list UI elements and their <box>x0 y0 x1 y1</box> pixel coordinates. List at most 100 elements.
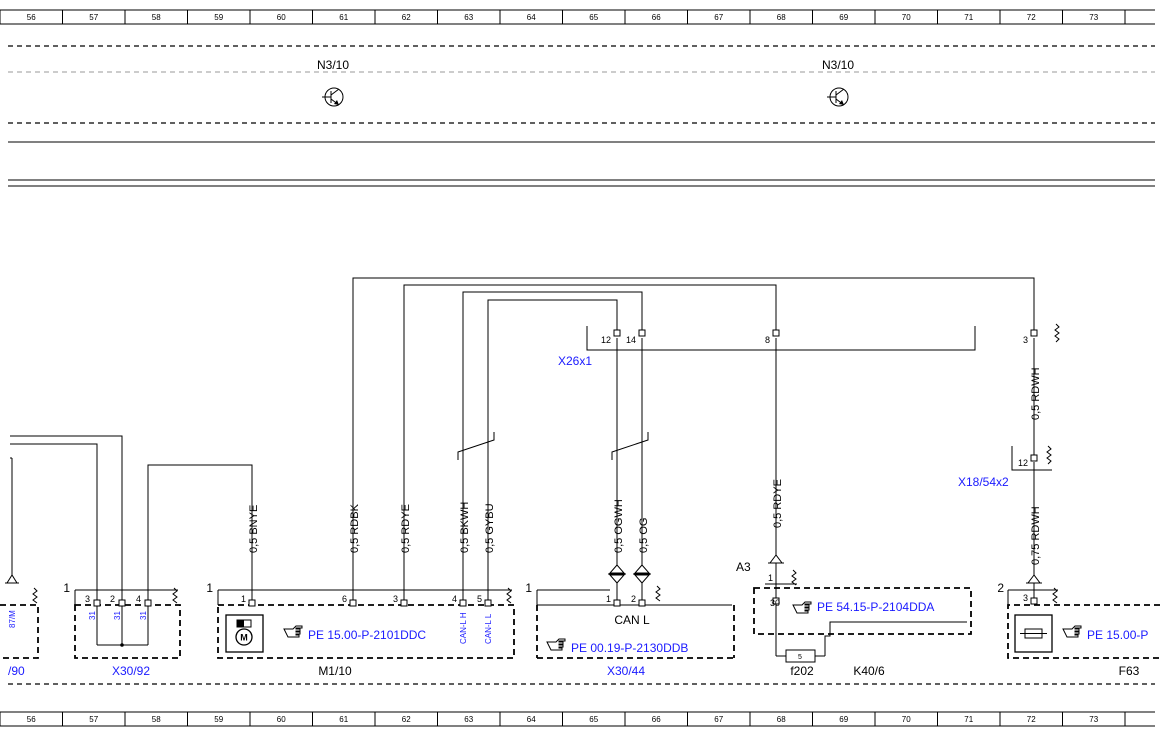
wire-label-rdye: 0,5 RDYE <box>400 504 412 553</box>
fuse-icon <box>776 649 825 663</box>
wire-label-gybu: 0,5 GYBU <box>484 503 496 553</box>
hand-pointer-icon <box>1062 625 1082 638</box>
grid-column-label: 66 <box>652 715 661 724</box>
pin-x26-3: 3 <box>1023 335 1028 345</box>
grid-column-label: 64 <box>527 13 536 22</box>
grid-column-label: 59 <box>214 715 223 724</box>
grid-column-label: 62 <box>402 715 411 724</box>
grid-column-label: 61 <box>339 715 348 724</box>
pin-x26-12: 12 <box>601 335 611 345</box>
ground-arrow-icon <box>5 574 19 584</box>
component-label-f63[interactable]: F63 <box>1119 664 1140 678</box>
box-index-f63: 2 <box>997 581 1004 595</box>
component-box-k40-6[interactable] <box>753 569 972 656</box>
grid-column-label: 72 <box>1027 13 1036 22</box>
grid-column-label: 56 <box>27 13 36 22</box>
pin-f63-3: 3 <box>1023 593 1028 603</box>
pin-x30-44-2: 2 <box>631 594 636 604</box>
pin-x30-92-31b: 31 <box>113 611 122 620</box>
wire-label-bnye: 0,5 BNYE <box>248 505 260 553</box>
wire-routing <box>10 277 1035 605</box>
grid-column-label: 73 <box>1089 13 1098 22</box>
grid-column-label: 61 <box>339 13 348 22</box>
wire-label-rdwh-lower: 0,75 RDWH <box>1030 506 1042 565</box>
motor-icon: M <box>225 614 264 653</box>
component-label-x30-44[interactable]: X30/44 <box>607 664 645 678</box>
fuse-number: 5 <box>798 654 802 661</box>
component-label-f202[interactable]: f202 <box>790 664 814 678</box>
connector-x18-54x2[interactable] <box>1011 445 1052 471</box>
grid-column-label: 58 <box>152 715 161 724</box>
component-box-x30-92[interactable] <box>74 587 181 659</box>
component-box-f63[interactable] <box>1007 587 1160 659</box>
hand-pointer-icon <box>792 601 812 614</box>
pin-x18-12: 12 <box>1018 458 1028 468</box>
component-box-m1-10[interactable] <box>217 587 515 659</box>
bus-label-can-l: CAN L <box>614 613 650 627</box>
box-index-x30-92: 1 <box>63 581 70 595</box>
component-label-k40-6[interactable]: K40/6 <box>853 664 885 678</box>
pin-can-l: CAN-L L <box>484 613 493 644</box>
module-label-n3-10-left[interactable]: N3/10 <box>317 58 349 72</box>
pin-x30-44-1: 1 <box>606 594 611 604</box>
grid-column-label: 62 <box>402 13 411 22</box>
grid-column-label: 70 <box>902 715 911 724</box>
wire-label-rdye-k40: 0,5 RDYE <box>772 479 784 528</box>
pin-x30-92-31c: 31 <box>139 611 148 620</box>
grid-column-label: 73 <box>1089 715 1098 724</box>
reference-link-m1-10[interactable]: PE 15.00-P-2101DDC <box>308 628 426 642</box>
grid-column-label: 65 <box>589 715 598 724</box>
connector-x26x1[interactable] <box>586 323 1060 351</box>
connector-label-x26x1[interactable]: X26x1 <box>558 354 592 368</box>
pin-k40-6-1: 1 <box>768 573 773 583</box>
pin-x30-92-2: 2 <box>110 594 115 604</box>
wire-label-rdbk: 0,5 RDBK <box>349 503 361 553</box>
grid-column-label: 57 <box>89 13 98 22</box>
grid-column-label: 63 <box>464 13 473 22</box>
pin-x26-8: 8 <box>765 335 770 345</box>
reference-link-x30-44[interactable]: PE 00.19-P-2130DDB <box>571 641 688 655</box>
grid-column-label: 60 <box>277 13 286 22</box>
reference-link-k40-6[interactable]: PE 54.15-P-2104DDA <box>817 600 934 614</box>
component-label-x30-90[interactable]: /90 <box>8 664 25 678</box>
pin-m1-10-5: 5 <box>477 594 482 604</box>
grid-column-label: 57 <box>89 715 98 724</box>
grid-column-label: 63 <box>464 715 473 724</box>
grid-column-label: 59 <box>214 13 223 22</box>
grid-column-label: 56 <box>27 715 36 724</box>
pin-x30-92-3: 3 <box>85 594 90 604</box>
module-label-n3-10-right[interactable]: N3/10 <box>822 58 854 72</box>
pin-x30-92-31a: 31 <box>88 611 97 620</box>
pin-x26-14: 14 <box>626 335 636 345</box>
component-box-x30-44[interactable] <box>536 585 735 659</box>
transistor-icon <box>322 87 344 107</box>
connector-label-a3[interactable]: A3 <box>736 560 751 574</box>
grid-column-label: 71 <box>964 13 973 22</box>
component-box-x30-90[interactable] <box>0 587 39 659</box>
hand-pointer-icon <box>546 638 566 651</box>
pin-m1-10-1: 1 <box>241 594 246 604</box>
fuse-icon <box>1014 614 1053 653</box>
box-index-x30-44: 1 <box>525 581 532 595</box>
component-label-x30-92[interactable]: X30/92 <box>112 664 150 678</box>
grid-column-label: 69 <box>839 715 848 724</box>
grid-column-label: 71 <box>964 715 973 724</box>
grid-column-label: 65 <box>589 13 598 22</box>
pin-x30-92-4: 4 <box>136 594 141 604</box>
grid-column-label: 67 <box>714 13 723 22</box>
component-label-m1-10[interactable]: M1/10 <box>318 664 352 678</box>
grid-column-label: 72 <box>1027 715 1036 724</box>
reference-link-f63[interactable]: PE 15.00-P <box>1087 628 1148 642</box>
pin-m1-10-6: 6 <box>342 594 347 604</box>
connector-label-x18-54x2[interactable]: X18/54x2 <box>958 475 1009 489</box>
grid-column-label: 68 <box>777 715 786 724</box>
grid-column-label: 60 <box>277 715 286 724</box>
pin-k40-6-30: 30 <box>770 598 780 608</box>
grid-column-label: 64 <box>527 715 536 724</box>
ground-arrow-icon <box>633 564 651 600</box>
hand-pointer-icon <box>283 625 303 638</box>
grid-column-label: 69 <box>839 13 848 22</box>
grid-column-label: 70 <box>902 13 911 22</box>
